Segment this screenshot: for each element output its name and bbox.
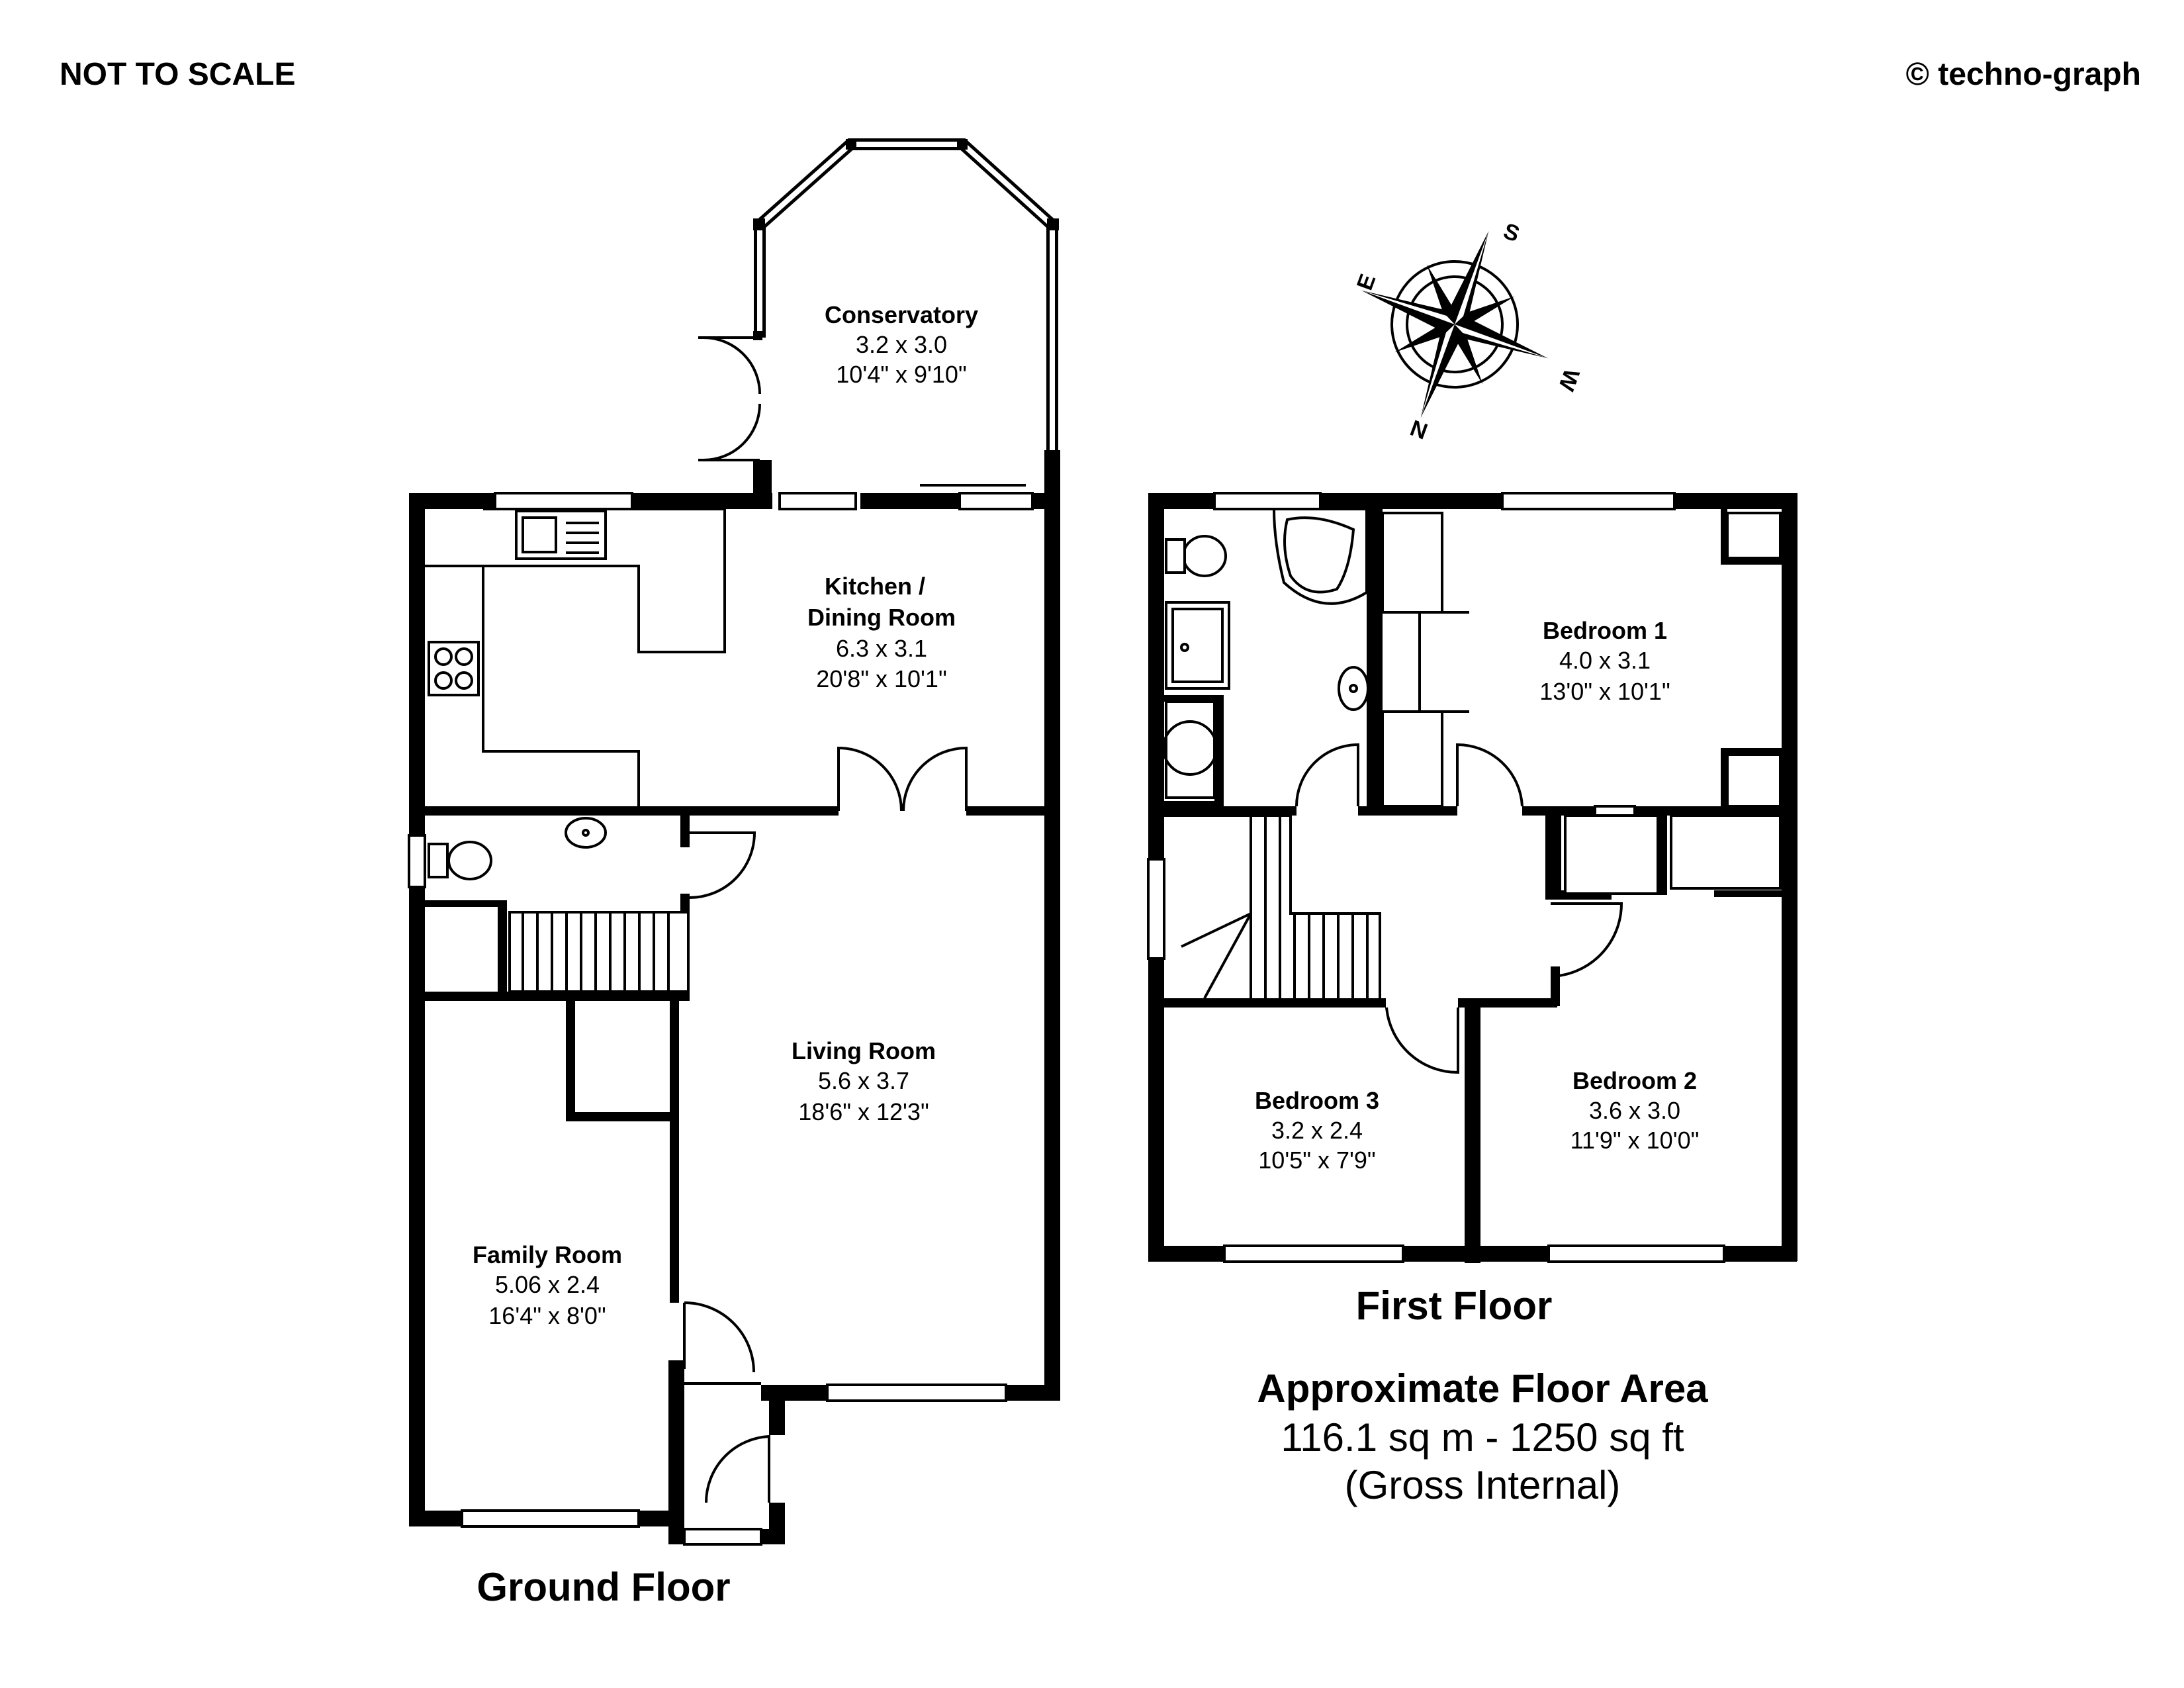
shower-icon	[1165, 601, 1230, 690]
ground-floor-title: Ground Floor	[477, 1565, 730, 1609]
room-bedroom-1: Bedroom 1 4.0 x 3.1 13'0" x 10'1"	[1539, 617, 1670, 705]
copyright-label: © techno-graph	[1906, 57, 2141, 92]
kitchen-fittings	[425, 508, 726, 806]
room-name: Living Room	[792, 1037, 936, 1064]
room-metric: 3.2 x 3.0	[856, 331, 947, 358]
first-floor-walls	[1148, 493, 1797, 1263]
bath-icon	[1272, 508, 1368, 605]
basin-icon	[1338, 666, 1369, 711]
ground-floor-windows	[408, 484, 1034, 1546]
toilet-icon	[447, 841, 492, 880]
room-name-line1: Kitchen /	[825, 573, 925, 600]
room-family: Family Room 5.06 x 2.4 16'4" x 8'0"	[473, 1241, 622, 1329]
room-imperial: 20'8" x 10'1"	[816, 665, 946, 692]
hob-icon	[428, 641, 480, 696]
first-floor-title: First Floor	[1356, 1284, 1553, 1328]
room-name: Conservatory	[825, 301, 978, 328]
room-metric: 5.06 x 2.4	[495, 1271, 600, 1298]
room-bedroom-3: Bedroom 3 3.2 x 2.4 10'5" x 7'9"	[1255, 1087, 1379, 1174]
room-imperial: 18'6" x 12'3"	[798, 1098, 929, 1125]
compass-w: W	[1553, 365, 1584, 395]
room-metric: 5.6 x 3.7	[818, 1067, 909, 1094]
room-imperial: 11'9" x 10'0"	[1570, 1127, 1700, 1154]
room-metric: 6.3 x 3.1	[836, 635, 927, 662]
room-bedroom-2: Bedroom 2 3.6 x 3.0 11'9" x 10'0"	[1570, 1067, 1700, 1154]
room-conservatory: Conservatory 3.2 x 3.0 10'4" x 9'10"	[825, 301, 978, 388]
toilet-icon	[1182, 535, 1227, 577]
compass-n: N	[1407, 414, 1431, 444]
entrance-doors	[670, 1301, 770, 1503]
compass-s: S	[1500, 218, 1523, 247]
room-name: Bedroom 1	[1543, 617, 1667, 644]
floor-area-summary: Approximate Floor Area 116.1 sq m - 1250…	[1257, 1366, 1708, 1507]
basin-icon	[565, 817, 607, 849]
room-kitchen-dining: Kitchen / Dining Room 6.3 x 3.1 20'8" x …	[807, 573, 956, 692]
room-imperial: 10'5" x 7'9"	[1258, 1147, 1375, 1174]
bathroom-fittings	[1162, 508, 1369, 799]
room-name-line2: Dining Room	[807, 604, 956, 631]
room-metric: 3.2 x 2.4	[1271, 1117, 1363, 1144]
room-imperial: 10'4" x 9'10"	[836, 361, 966, 388]
floor-area-title: Approximate Floor Area	[1257, 1366, 1708, 1411]
scale-note: NOT TO SCALE	[60, 57, 295, 92]
room-living: Living Room 5.6 x 3.7 18'6" x 12'3"	[792, 1037, 936, 1125]
room-name: Family Room	[473, 1241, 622, 1268]
room-metric: 4.0 x 3.1	[1559, 647, 1651, 674]
cylinder-icon	[1162, 720, 1218, 776]
living-room-double-door	[837, 746, 968, 812]
room-name: Bedroom 2	[1572, 1067, 1697, 1094]
bedroom1-wardrobes	[1381, 512, 1782, 895]
first-floor-plan: Bedroom 1 4.0 x 3.1 13'0" x 10'1" Bedroo…	[1147, 492, 1797, 1328]
room-imperial: 13'0" x 10'1"	[1539, 678, 1670, 705]
first-floor-doors	[1295, 743, 1623, 1074]
wc-fittings	[428, 817, 756, 899]
room-name: Bedroom 3	[1255, 1087, 1379, 1114]
compass-rose-icon	[1361, 231, 1548, 418]
floor-area-value: 116.1 sq m - 1250 sq ft	[1281, 1415, 1684, 1460]
conservatory-french-door	[698, 336, 761, 461]
ground-floor-stairs	[508, 911, 690, 993]
ground-floor-plan: Conservatory 3.2 x 3.0 10'4" x 9'10" Kit…	[408, 138, 1060, 1609]
compass-e: E	[1352, 271, 1381, 293]
first-floor-windows	[1147, 492, 1725, 1263]
room-metric: 3.6 x 3.0	[1589, 1097, 1680, 1124]
first-floor-stairs	[1164, 814, 1381, 999]
floor-area-note: (Gross Internal)	[1345, 1463, 1621, 1507]
room-imperial: 16'4" x 8'0"	[488, 1302, 606, 1329]
